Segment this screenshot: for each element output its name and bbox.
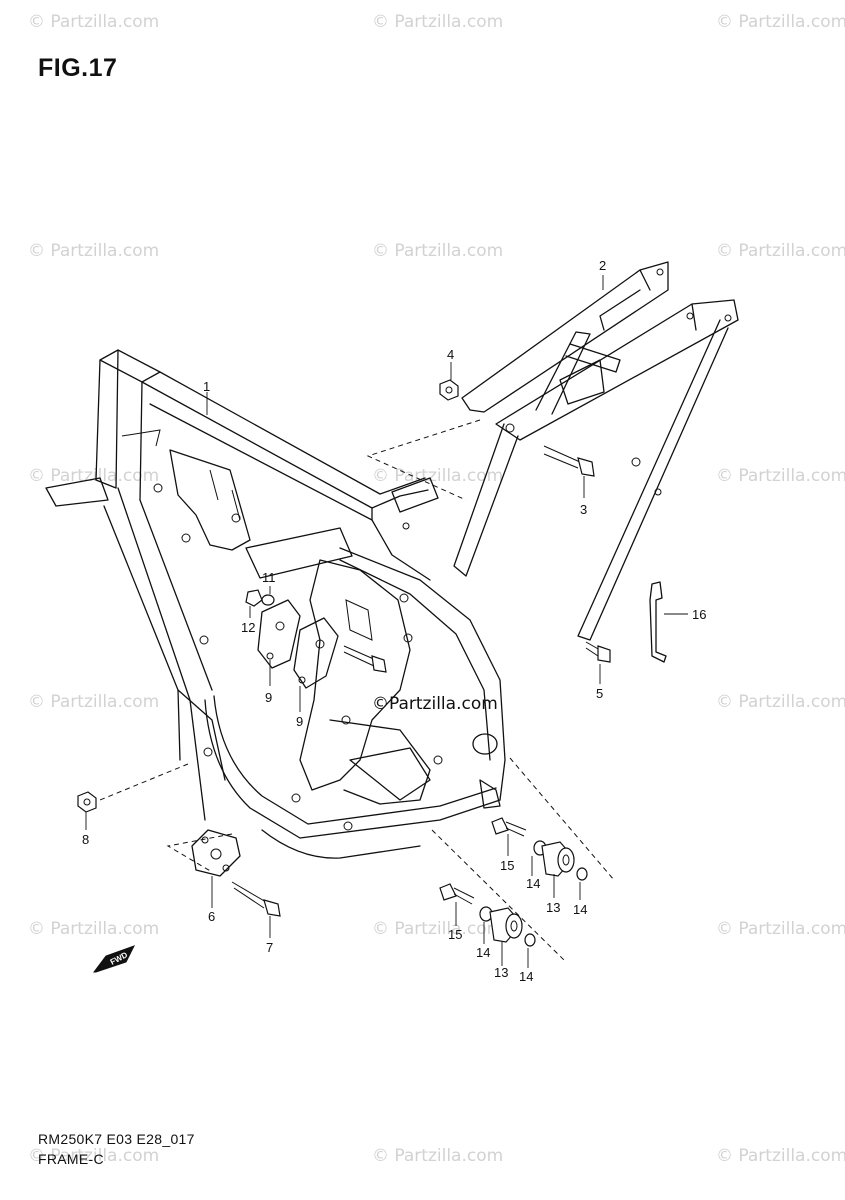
callout-15a: 15	[500, 858, 514, 873]
callout-3: 3	[580, 502, 587, 517]
main-frame	[45, 349, 506, 859]
washer-part-14-lower-right	[524, 933, 536, 947]
nut-part-8	[77, 791, 97, 813]
engine-mount-plate-9	[257, 599, 387, 689]
watermark: © Partzilla.com	[716, 12, 845, 32]
callout-11: 11	[262, 570, 276, 585]
watermark: © Partzilla.com	[716, 466, 845, 486]
callout-15b: 15	[448, 927, 462, 942]
callout-7: 7	[266, 940, 273, 955]
watermark: © Partzilla.com	[372, 241, 504, 261]
callout-12: 12	[241, 620, 255, 635]
bushing-part-13-upper	[541, 841, 575, 877]
callout-1: 1	[203, 379, 210, 394]
watermark: © Partzilla.com	[716, 919, 845, 939]
mount-plate-part-6	[191, 829, 241, 877]
bolt-part-15-upper	[491, 817, 527, 837]
figure-title: FIG.17	[38, 54, 118, 82]
clamp-part-16	[649, 581, 667, 663]
figure-code: RM250K7 E03 E28_017	[38, 1131, 195, 1147]
callout-6: 6	[208, 909, 215, 924]
washer-part-11	[261, 594, 275, 606]
watermark: © Partzilla.com	[716, 1146, 845, 1166]
watermark: © Partzilla.com	[372, 1146, 504, 1166]
callout-14a: 14	[526, 876, 540, 891]
watermark: © Partzilla.com	[372, 466, 504, 486]
callout-16: 16	[692, 607, 706, 622]
washer-part-14-upper-right	[576, 867, 588, 881]
callout-9a: 9	[265, 690, 272, 705]
nut-part-12	[245, 589, 263, 607]
callout-2: 2	[599, 258, 606, 273]
nut-part-4	[439, 379, 459, 401]
callout-13b: 13	[494, 965, 508, 980]
callout-8: 8	[82, 832, 89, 847]
bolt-part-15-lower	[439, 883, 475, 905]
center-watermark: ©Partzilla.com	[372, 694, 498, 714]
rear-subframe	[453, 261, 739, 641]
bolt-part-3	[543, 445, 595, 477]
callout-14c: 14	[476, 945, 490, 960]
bushing-part-13-lower	[489, 907, 523, 943]
callout-4: 4	[447, 347, 454, 362]
watermark: © Partzilla.com	[28, 1146, 160, 1166]
figure-name: FRAME-C	[38, 1151, 104, 1167]
callout-14b: 14	[573, 902, 587, 917]
forward-direction-arrow-icon: FWD	[93, 945, 136, 973]
callout-9b: 9	[296, 714, 303, 729]
callout-13a: 13	[546, 900, 560, 915]
bolt-part-7	[231, 881, 281, 917]
watermark: © Partzilla.com	[28, 466, 160, 486]
watermark: © Partzilla.com	[28, 692, 160, 712]
watermark: © Partzilla.com	[28, 241, 160, 261]
watermark: © Partzilla.com	[716, 692, 845, 712]
callout-5: 5	[596, 686, 603, 701]
bolt-part-5	[585, 641, 611, 663]
watermark: © Partzilla.com	[372, 919, 504, 939]
watermark: © Partzilla.com	[372, 12, 504, 32]
watermark: © Partzilla.com	[716, 241, 845, 261]
callout-14d: 14	[519, 969, 533, 984]
watermark: © Partzilla.com	[28, 919, 160, 939]
watermark: © Partzilla.com	[28, 12, 160, 32]
